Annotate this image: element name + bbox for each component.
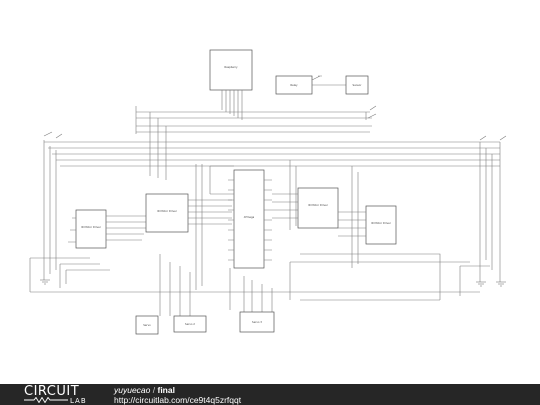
sensor-block[interactable]: Sensor [345,75,369,95]
driver-mid-right[interactable]: IR Motor Driver [272,160,339,230]
circuitlab-logo[interactable]: CIRCUIT LAB [24,384,94,405]
servo-1-label: Servo [143,323,151,327]
sensor-label: Sensor [353,83,363,87]
title-separator: / [150,385,158,395]
center-chip[interactable]: ATmega [195,164,272,290]
driver-mid-right-label: IR Motor Driver [308,203,329,207]
top-block[interactable]: Raspberry [209,49,253,120]
relay-label: Relay [290,83,298,87]
servo-2-label: Servo 2 [185,322,195,326]
servo-2[interactable]: Servo 2 [173,315,207,333]
servo-1[interactable]: Servo [135,315,159,335]
circuit-meta: yuyuecao / final http://circuitlab.com/c… [114,385,241,405]
circuit-url[interactable]: http://circuitlab.com/ce9t4q5zrfqqt [114,395,242,405]
driver-mid-left-label: IR Motor Driver [157,209,178,213]
center-chip-label: ATmega [244,215,255,219]
driver-left[interactable]: IR Motor Driver [68,209,150,249]
relay-block[interactable]: Relay [275,75,346,95]
driver-left-label: IR Motor Driver [81,225,102,229]
logo-wordmark: CIRCUIT [24,384,80,399]
schematic-canvas[interactable]: Raspberry Relay Sensor IR Motor Driver [0,0,540,384]
circuit-title[interactable]: final [157,385,175,395]
footer-bar: CIRCUIT LAB yuyuecao / final http://circ… [0,384,540,405]
driver-right-label: IR Motor Driver [371,221,392,225]
logo-lab: LAB [70,397,87,405]
author-name[interactable]: yuyuecao [114,385,151,395]
servo-3-label: Servo 3 [252,320,262,324]
resistor-icon [24,397,68,403]
driver-right[interactable]: IR Motor Driver [338,166,397,268]
servo-3[interactable]: Servo 3 [239,311,275,333]
driver-mid-left[interactable]: IR Motor Driver [145,193,232,233]
top-block-label: Raspberry [224,65,238,69]
